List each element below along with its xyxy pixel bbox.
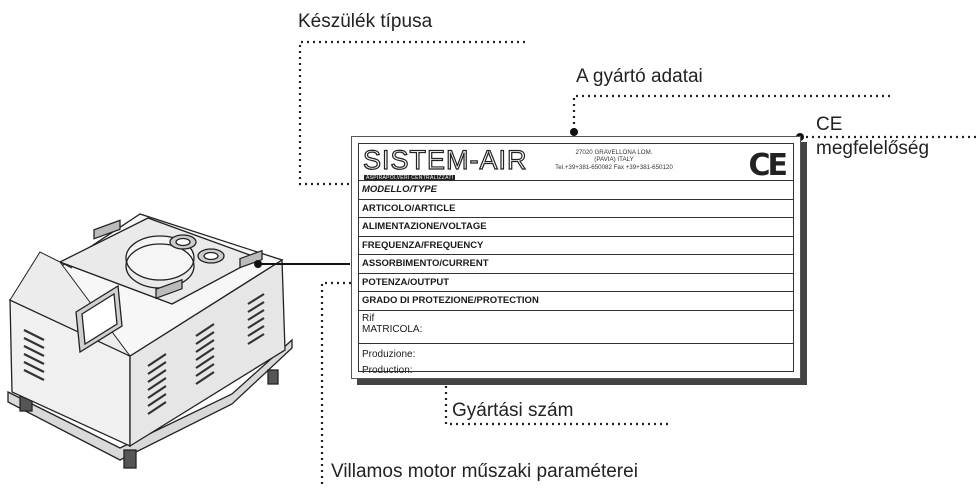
field-serial: Rif MATRICOLA:: [359, 309, 793, 343]
field-model: MODELLO/TYPE: [359, 180, 793, 199]
rating-plate-frame: SISTEM-AIR ASPIRAPOLVERI CENTRALIZZATI 2…: [358, 143, 794, 376]
field-output: POTENZA/OUTPUT: [359, 272, 793, 292]
label-manufacturer-data: A gyártó adatai: [576, 66, 703, 87]
field-production: Produzione: Production:: [359, 342, 793, 379]
produzione-label: Produzione:: [362, 348, 416, 360]
field-voltage: ALIMENTAZIONE/VOLTAGE: [359, 217, 793, 236]
leader-lines: [298, 40, 977, 488]
plate-link-line: [254, 260, 350, 268]
manufacturer-address: 27020 GRAVELLONA LOM. (PAVIA) ITALY Tel.…: [555, 149, 673, 171]
label-motor-parameters: Villamos motor műszaki paraméterei: [331, 461, 638, 482]
ce-mark: CE: [748, 148, 787, 183]
label-device-type: Készülék típusa: [298, 11, 433, 32]
label-ce-conformity: CE megfelelőség: [816, 114, 930, 159]
field-current: ASSORBIMENTO/CURRENT: [359, 254, 793, 273]
brand-logo: SISTEM-AIR: [362, 145, 528, 175]
rif-label: Rif: [362, 312, 375, 324]
brand-subtitle: ASPIRAPOLVERI CENTRALIZZATI: [364, 175, 456, 181]
production-label: Production:: [362, 364, 413, 376]
field-article: ARTICOLO/ARTICLE: [359, 198, 793, 218]
vacuum-unit-illustration: [7, 213, 293, 469]
matricola-label: MATRICOLA:: [362, 323, 423, 335]
vent-grilles: [23, 293, 265, 415]
field-frequency: FREQUENZA/FREQUENCY: [359, 235, 793, 255]
label-serial-number: Gyártási szám: [452, 400, 574, 421]
rating-plate: SISTEM-AIR ASPIRAPOLVERI CENTRALIZZATI 2…: [351, 136, 801, 379]
plate-fields: MODELLO/TYPE ARTICOLO/ARTICLE ALIMENTAZI…: [359, 180, 793, 379]
field-protection: GRADO DI PROTEZIONE/PROTECTION: [359, 291, 793, 310]
